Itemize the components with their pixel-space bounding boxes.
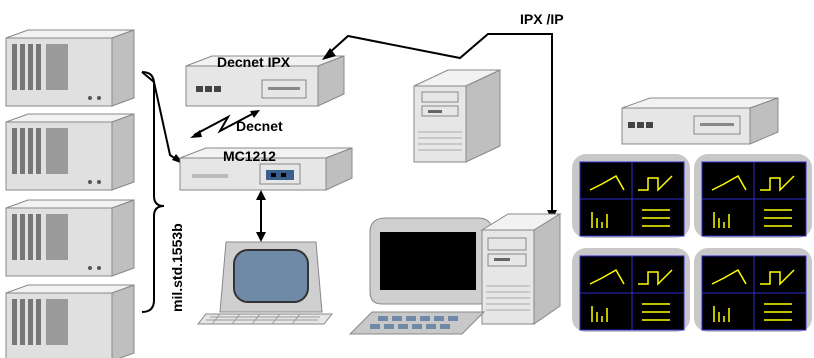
workstation-tower xyxy=(480,213,562,325)
bus-label: mil.std.1553b xyxy=(169,223,185,312)
mc1212-label: MC1212 xyxy=(223,148,276,164)
workstation-keyboard xyxy=(348,311,486,335)
bus-brace xyxy=(141,71,165,313)
mc1212-unit xyxy=(179,147,353,191)
decnet-label: Decnet xyxy=(236,118,283,134)
display-panel-2 xyxy=(694,154,812,238)
decnet-ipx-router xyxy=(185,55,345,107)
right-router xyxy=(621,97,779,145)
decnet-arrow-up xyxy=(250,110,260,118)
decnet-link xyxy=(193,111,257,136)
crt-terminal xyxy=(196,241,334,325)
mc1212-crt-arrow-down xyxy=(256,232,266,242)
rack-unit-4 xyxy=(5,284,135,358)
rack-unit-3 xyxy=(5,199,135,277)
decnet-ipx-label: Decnet IPX xyxy=(217,54,291,70)
rack-unit-1 xyxy=(5,29,135,107)
ipx-ip-arrow-left xyxy=(322,48,336,60)
workstation-screen xyxy=(380,232,476,290)
ipx-ip-label: IPX /IP xyxy=(520,11,564,27)
rack-unit-2 xyxy=(5,113,135,191)
mc1212-crt-arrow-up xyxy=(256,190,266,200)
display-panel-3 xyxy=(572,248,690,332)
rack-to-mc1212-line xyxy=(141,71,181,163)
workstation xyxy=(348,213,562,335)
decnet-arrow-down xyxy=(190,130,202,138)
ipx-ip-link xyxy=(327,33,553,212)
display-panel-1 xyxy=(572,154,690,238)
display-panel-4 xyxy=(694,248,812,332)
tower-server xyxy=(413,69,501,163)
